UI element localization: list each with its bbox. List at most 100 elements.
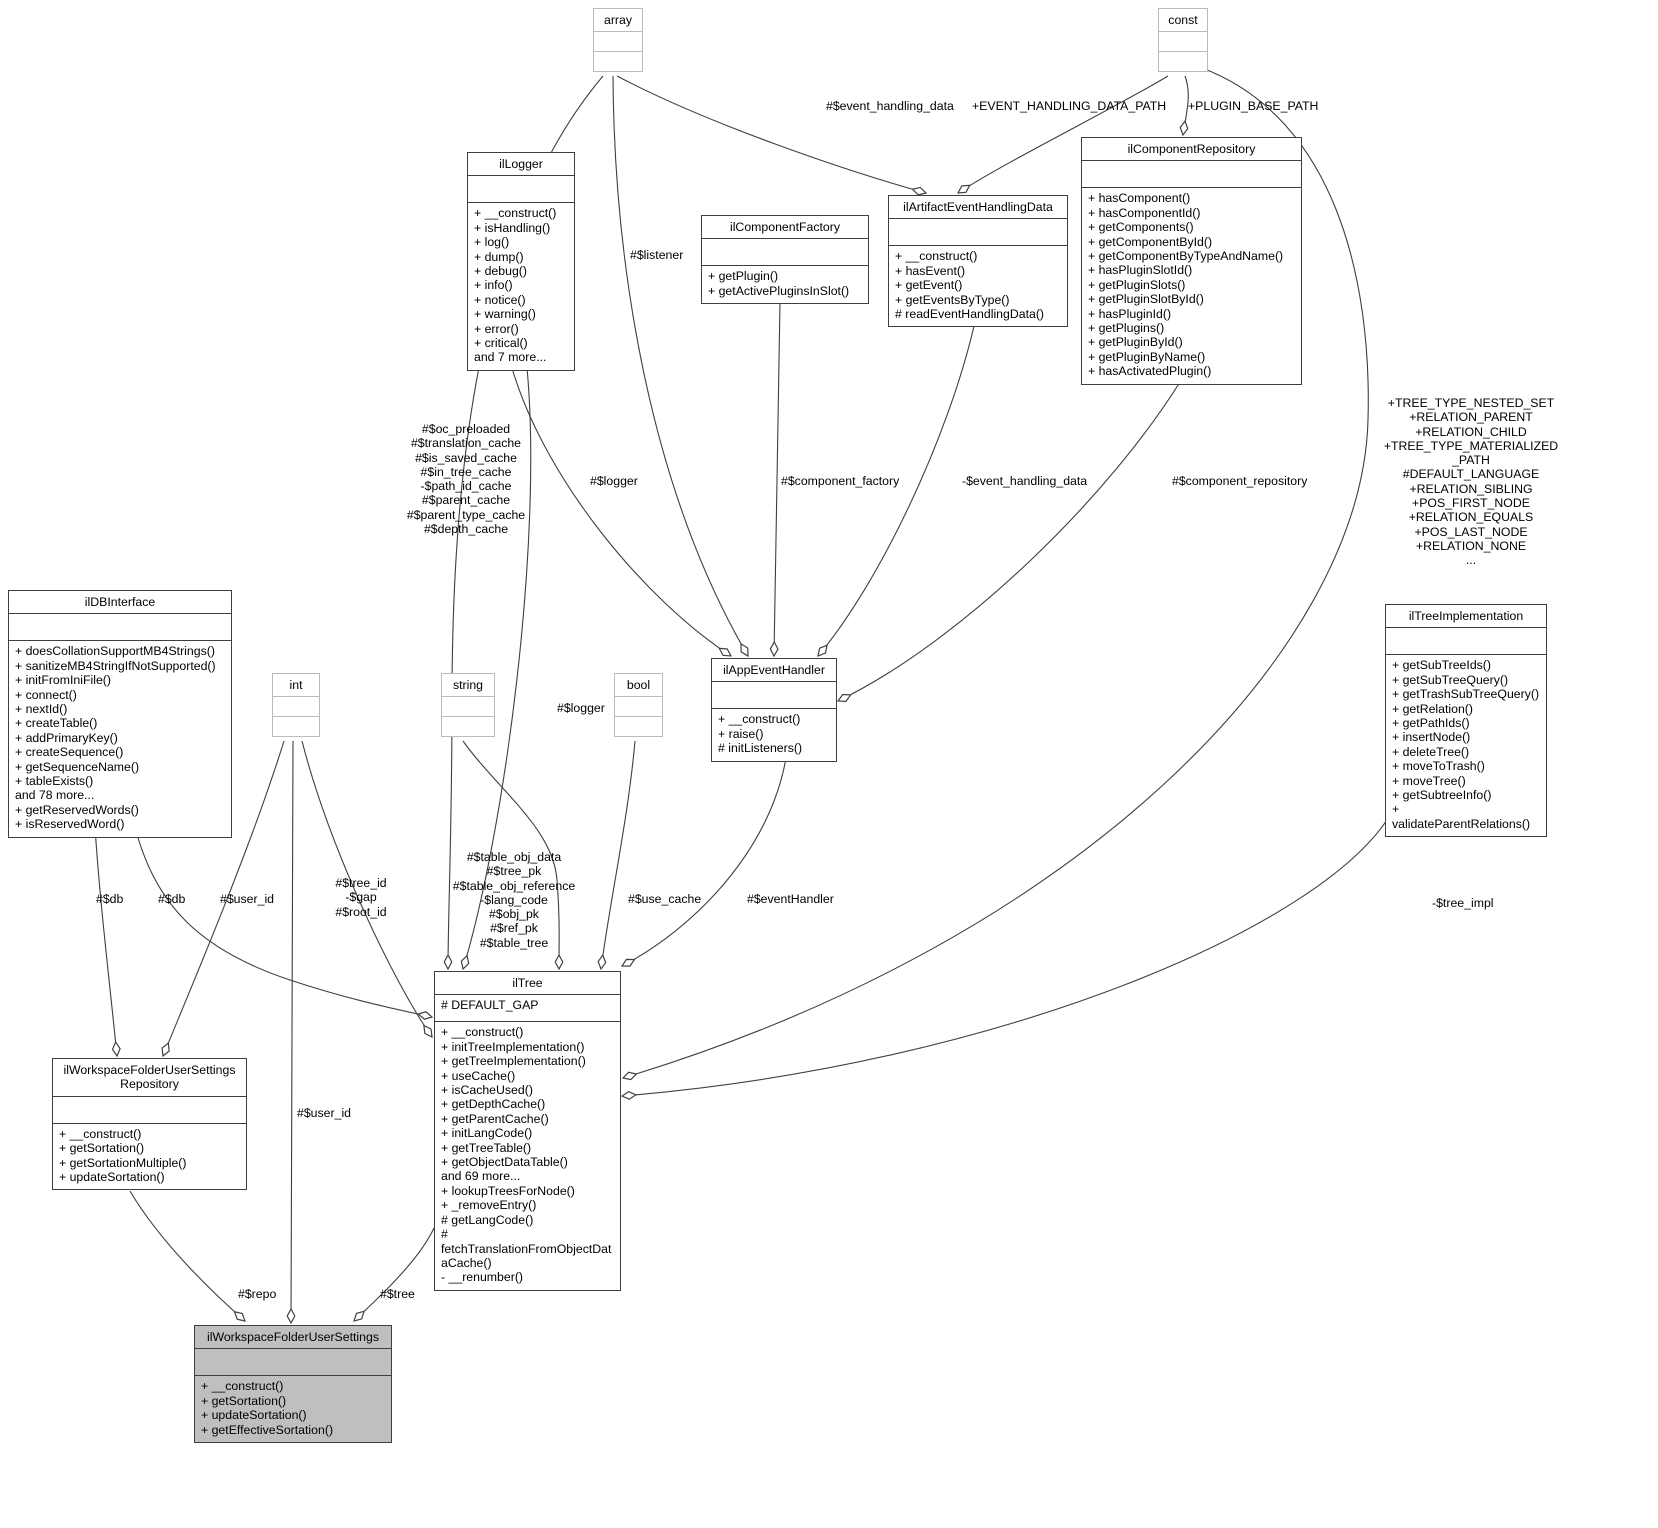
text-line: ilWorkspaceFolderUserSettings [63,1063,236,1077]
text-line: + getComponentByTypeAndName() [1088,249,1284,264]
text-line: +TREE_TYPE_MATERIALIZED [1383,438,1559,453]
text-line: + notice() [474,292,526,307]
text-line: + __construct() [201,1379,284,1394]
text-line: bool [626,678,651,692]
text-line: + _removeEntry() [441,1198,537,1213]
text-line: + createTable() [15,716,98,731]
text-line: #$event_handling_data [826,99,954,113]
edge-label-listener: #$listener [630,248,683,262]
text-line: +POS_FIRST_NODE [1412,496,1530,511]
class-methods [1159,51,1207,71]
text-line: + getPluginByName() [1088,349,1206,364]
text-line: # initListeners() [718,741,803,756]
text-line: #DEFAULT_LANGUAGE [1402,467,1540,482]
text-line: #$logger [557,701,605,715]
class-attributes [1386,627,1546,654]
class-ilcomponentrepository: ilComponentRepository + hasComponent()+ … [1081,137,1302,385]
text-line: + __construct() [474,206,557,221]
text-line: + hasPluginId() [1088,306,1172,321]
text-line: + info() [474,278,513,293]
text-line: + initTreeImplementation() [441,1039,585,1054]
text-line: ilTree [512,976,543,990]
text-line: #$logger [590,474,638,488]
edge-array-ilappeventhandler [612,75,748,656]
text-line: #$component_factory [781,474,900,488]
class-methods [615,716,662,736]
class-attributes [442,696,494,716]
text-line: #$eventHandler [747,892,834,906]
text-line: + getRelation() [1392,701,1473,716]
class-attributes [712,681,836,708]
text-line: + getEvent() [895,278,963,293]
text-line: + getObjectDataTable() [441,1155,568,1170]
text-line: + getSortationMultiple() [59,1155,187,1170]
edge-label-db-to-repository: #$db [96,892,123,906]
text-line: #$table_obj_reference [452,878,576,893]
text-line: + hasComponentId() [1088,205,1201,220]
class-title: ilDBInterface [9,591,231,613]
text-line: #$component_repository [1172,474,1308,488]
edge-string-iltree [462,740,559,969]
text-line: + log() [474,235,510,250]
text-line: + nextId() [15,702,68,717]
text-line: + getComponents() [1088,220,1194,235]
text-line: and 69 more... [441,1169,521,1184]
text-line: # readEventHandlingData() [895,307,1045,322]
text-line: #$in_tree_cache [420,464,512,479]
text-line: +RELATION_CHILD [1415,424,1527,439]
text-line: + getEffectiveSortation() [201,1422,334,1437]
edge-label-plugin-base-path: +PLUGIN_BASE_PATH [1188,99,1318,113]
text-line: _PATH [1452,453,1490,468]
text-line: + __construct() [895,249,978,264]
text-line: + raise() [718,726,764,741]
edge-ilartifacteventhandlingdata-ilappeventhandler [818,321,976,656]
class-title: array [594,9,642,31]
text-line: #$oc_preloaded [421,422,511,436]
text-line: + useCache() [441,1068,516,1083]
edge-const-ilcomponentrepository [1183,75,1189,135]
text-line: #$tree_pk [486,864,542,879]
class-methods: + getSubTreeIds()+ getSubTreeQuery()+ ge… [1386,654,1546,836]
edge-ildbinterface-iltree [134,826,432,1017]
class-attributes [702,238,868,265]
edge-label-event-handling-data-path: +EVENT_HANDLING_DATA_PATH [972,99,1166,113]
edge-bool-iltree [601,740,636,969]
class-methods: + doesCollationSupportMB4Strings()+ sani… [9,640,231,836]
text-line: ilArtifactEventHandlingData [903,200,1053,214]
edge-ilappeventhandler-iltree [622,757,787,966]
text-line: + getSortation() [201,1393,287,1408]
text-line: +PLUGIN_BASE_PATH [1188,99,1319,113]
text-line: int [289,678,303,692]
edge-label-use-cache: #$use_cache [628,892,701,906]
edge-label-event-handler: #$eventHandler [747,892,834,906]
text-line: + addPrimaryKey() [15,730,118,745]
text-line: + getDepthCache() [441,1097,546,1112]
class-attributes [53,1095,246,1123]
text-line: #$ref_pk [490,921,538,936]
text-line: + __construct() [441,1025,524,1040]
class-title: ilAppEventHandler [712,659,836,681]
class-methods [273,716,319,736]
text-line: + hasComponent() [1088,191,1191,206]
text-line: + getPluginSlots() [1088,277,1186,292]
class-string: string [441,673,495,738]
text-line: -$lang_code [480,892,548,907]
class-int: int [272,673,320,738]
class-title: ilComponentRepository [1082,138,1301,160]
edge-int-ilworkspacefolderusersettingsrepository [163,740,285,1056]
edge-label-logger-upper: #$logger [590,474,638,488]
text-line: #$tree_id [335,876,387,890]
text-line: + getPlugin() [708,269,779,284]
text-line: + isHandling() [474,220,551,235]
edge-ilworkspacefolderusersettingsrepository-ilworkspacefolderusersettings [129,1190,245,1321]
class-ilartifacteventhandlingdata: ilArtifactEventHandlingData + __construc… [888,195,1068,328]
edge-const-iltree [623,67,1369,1078]
edge-iltree-ilworkspacefolderusersettings [354,1227,435,1321]
class-methods: + __construct()+ initTreeImplementation(… [435,1021,620,1289]
edge-label-user-id-to-repository: #$user_id [220,892,274,906]
text-line: + debug() [474,264,527,279]
text-line: + getSequenceName() [15,759,140,774]
edge-ilcomponentfactory-ilappeventhandler [774,300,781,656]
